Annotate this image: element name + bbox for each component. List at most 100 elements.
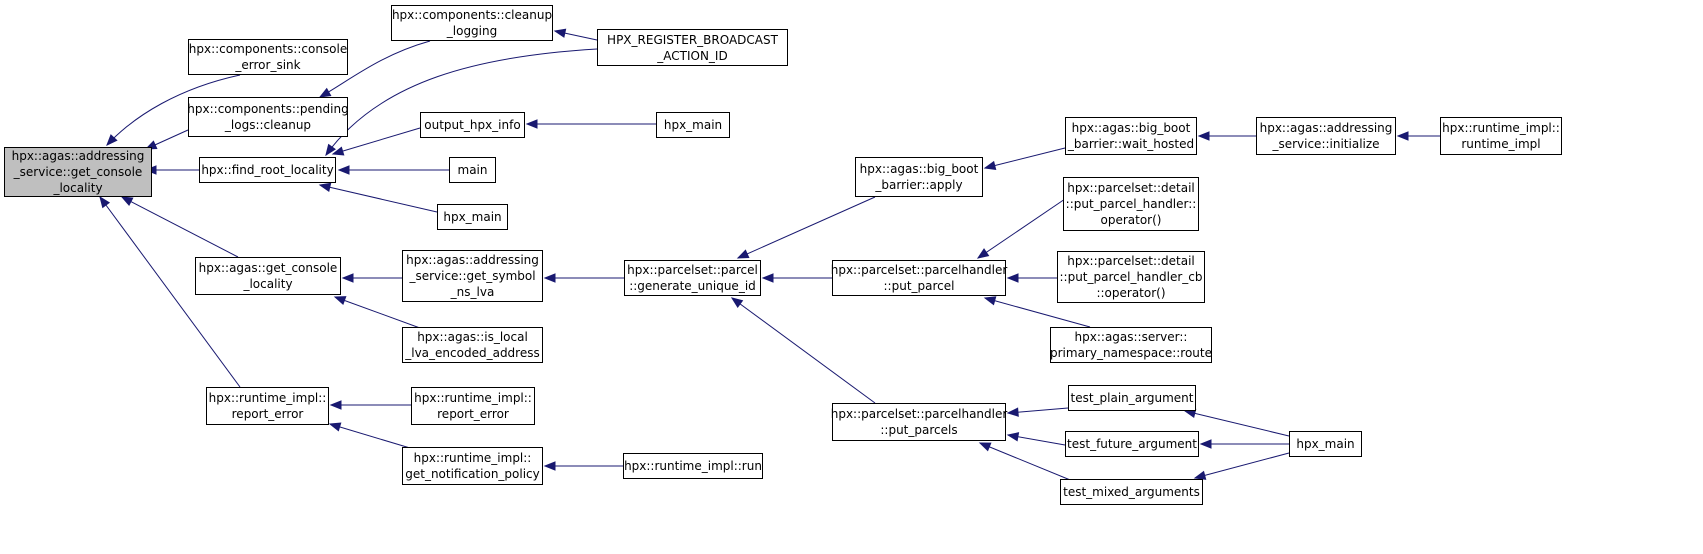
graph-node-label-line: hpx::parcelset::detail [1067, 254, 1195, 268]
graph-edge [329, 423, 411, 449]
graph-node-label-line: ::put_parcel [883, 279, 955, 293]
graph-node[interactable]: hpx::agas::get_console_locality [195, 257, 341, 295]
graph-node[interactable]: hpx::parcelset::detail::put_parcel_handl… [1063, 177, 1199, 231]
graph-node-label-line: hpx::runtime_impl::run [624, 459, 762, 473]
graph-node-label-line: ::operator() [1096, 286, 1166, 300]
graph-node-label-line: hpx::parcelset::detail [1067, 181, 1195, 195]
graph-node[interactable]: hpx::components::console_error_sink [188, 39, 348, 75]
graph-node[interactable]: test_mixed_arguments [1060, 479, 1203, 505]
graph-node[interactable]: hpx::runtime_impl::get_notification_poli… [402, 447, 543, 485]
graph-node[interactable]: main [449, 157, 496, 183]
graph-node-label-line: output_hpx_info [424, 118, 521, 132]
graph-edge-arrowhead [1006, 273, 1019, 283]
graph-node-label-line: hpx_main [1296, 437, 1355, 451]
graph-node-label-line: primary_namespace::route [1050, 346, 1212, 360]
graph-node[interactable]: hpx::agas::server::primary_namespace::ro… [1050, 327, 1212, 363]
graph-node-focus: hpx::agas::addressing_service::get_conso… [4, 147, 152, 197]
graph-edge-arrowhead [553, 28, 567, 38]
graph-edge [106, 74, 241, 146]
graph-node[interactable]: test_future_argument [1065, 431, 1199, 457]
graph-node[interactable]: hpx::runtime_impl::report_error [206, 387, 329, 425]
graph-node-label-line: _barrier::wait_hosted [1067, 137, 1195, 151]
graph-node-label-line: _locality [53, 181, 103, 195]
graph-node[interactable]: HPX_REGISTER_BROADCAST_ACTION_ID [597, 29, 788, 66]
graph-node-label-line: hpx::components::pending [187, 102, 349, 116]
graph-edge-arrowhead [543, 461, 556, 471]
graph-node-label-line: _service::get_symbol [409, 269, 536, 283]
graph-node[interactable]: hpx::parcelset::parcelhandler::put_parce… [830, 260, 1008, 296]
graph-edge [121, 196, 239, 258]
graph-node[interactable]: output_hpx_info [420, 112, 525, 138]
graph-node-label-line: _service::initialize [1272, 137, 1380, 151]
graph-node-label-line: _lva_encoded_address [405, 346, 540, 360]
graph-node[interactable]: hpx::runtime_impl::runtime_impl [1440, 117, 1562, 155]
graph-node[interactable]: hpx_main [656, 112, 730, 138]
graph-node-label-line: HPX_REGISTER_BROADCAST [607, 32, 778, 47]
graph-node-label-line: ::put_parcels [880, 423, 958, 437]
graph-node-label-line: ::put_parcel_handler:: [1065, 197, 1197, 211]
graph-node-label-line: hpx::agas::addressing [11, 149, 145, 163]
graph-node-label-line: hpx::runtime_impl:: [414, 391, 532, 405]
graph-node-label-line: _service::get_console [13, 165, 143, 179]
graph-edge-arrowhead [1006, 432, 1020, 442]
graph-edge-arrowhead [318, 87, 332, 98]
graph-edge-arrowhead [983, 160, 997, 171]
graph-node[interactable]: hpx::runtime_impl::report_error [411, 387, 535, 425]
graph-edge-arrowhead [329, 400, 342, 410]
graph-node-label-line: hpx::agas::big_boot [1071, 121, 1191, 135]
graph-edge-arrowhead [976, 248, 990, 259]
graph-node[interactable]: hpx::parcelset::parcelhandler::put_parce… [831, 403, 1007, 441]
graph-node-label-line: get_notification_policy [405, 467, 540, 481]
graph-node[interactable]: hpx::runtime_impl::run [623, 453, 763, 479]
graph-node-label-line: ::generate_unique_id [629, 279, 756, 293]
graph-edge [99, 196, 241, 388]
graph-node-label-line: operator() [1100, 213, 1162, 227]
graph-edge [1184, 410, 1290, 437]
graph-edge [984, 147, 1066, 169]
graph-edge-arrowhead [325, 143, 336, 157]
graph-edge-arrowhead [341, 273, 354, 283]
graph-node[interactable]: hpx::components::cleanup_logging [391, 5, 553, 41]
graph-node[interactable]: test_plain_argument [1068, 385, 1196, 411]
graph-edge-arrowhead [1396, 131, 1409, 141]
graph-node[interactable]: hpx_main [1289, 431, 1362, 457]
graph-edge-arrowhead [106, 134, 118, 146]
graph-node[interactable]: hpx::parcelset::detail::put_parcel_handl… [1057, 251, 1205, 303]
graph-edge-arrowhead [525, 119, 538, 129]
graph-node-label-line: hpx::agas::addressing [406, 253, 539, 267]
graph-node[interactable]: hpx_main [437, 204, 508, 230]
graph-node-label-line: hpx::agas::server:: [1074, 330, 1188, 344]
graph-edge [737, 196, 876, 259]
graph-node[interactable]: hpx::parcelset::parcel::generate_unique_… [624, 260, 761, 296]
graph-edge [731, 297, 876, 404]
graph-node-label-line: _barrier::apply [875, 178, 963, 192]
graph-edge-arrowhead [120, 196, 134, 207]
graph-node-label-line: test_future_argument [1067, 437, 1197, 451]
graph-node[interactable]: hpx::agas::big_boot_barrier::wait_hosted [1065, 117, 1197, 155]
graph-node-label-line: _ACTION_ID [657, 48, 728, 63]
graph-node-label-line: hpx::parcelset::parcelhandler [830, 263, 1008, 277]
graph-node[interactable]: hpx::agas::addressing_service::get_symbo… [402, 250, 543, 302]
graph-edge [332, 127, 421, 155]
graph-edge-arrowhead [333, 296, 347, 306]
graph-edge [1194, 452, 1290, 479]
graph-node-label-line: hpx::agas::big_boot [859, 162, 979, 176]
graph-node-label-line: test_mixed_arguments [1063, 485, 1200, 499]
graph-node-label-line: hpx::agas::addressing [1259, 121, 1393, 135]
graph-node[interactable]: hpx::agas::addressing_service::initializ… [1256, 117, 1396, 155]
graph-node[interactable]: hpx::agas::big_boot_barrier::apply [855, 157, 983, 197]
graph-node-label-line: _error_sink [235, 58, 301, 72]
graph-edge [334, 296, 421, 329]
graph-node[interactable]: hpx::components::pending_logs::cleanup [187, 97, 349, 137]
graph-edge-arrowhead [761, 273, 774, 283]
graph-edge-arrowhead [1006, 407, 1019, 417]
graph-edge [979, 442, 1081, 485]
graph-edge-arrowhead [337, 165, 350, 175]
graph-edge-arrowhead [99, 195, 111, 209]
graph-node[interactable]: hpx::find_root_locality [199, 157, 336, 183]
graph-edge [319, 184, 438, 213]
graph-edge-arrowhead [328, 422, 342, 432]
graph-node-label-line: runtime_impl [1461, 137, 1541, 151]
graph-edge [977, 198, 1066, 259]
graph-node[interactable]: hpx::agas::is_local_lva_encoded_address [402, 327, 543, 363]
